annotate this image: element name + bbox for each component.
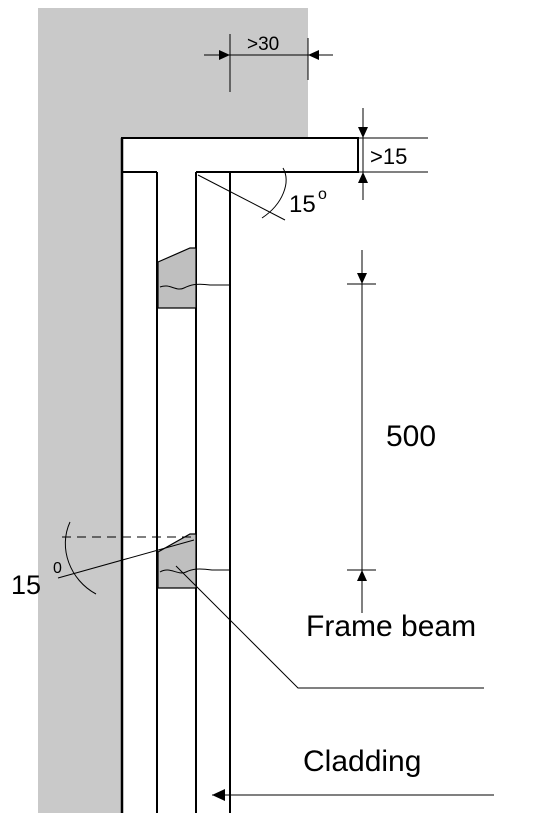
angle-top-arc <box>261 167 287 219</box>
angle-top-label: 15 <box>289 191 316 218</box>
cladding-arrow <box>212 789 225 801</box>
spacing-arrow-top <box>357 273 367 284</box>
frame-beam-label: Frame beam <box>306 610 476 643</box>
spacing-label: 500 <box>386 420 436 453</box>
overhang-arrow-bottom <box>358 172 368 183</box>
spacing-arrow-bottom <box>357 570 367 581</box>
cap-fill <box>123 139 357 171</box>
angle-left-degree: 0 <box>53 560 62 577</box>
wall-structure <box>38 8 308 813</box>
gap-dim-arrow-right <box>308 50 319 60</box>
overhang-arrow-top <box>358 127 368 138</box>
cladding-label: Cladding <box>303 745 421 778</box>
angle-left-label: 15 <box>11 570 41 600</box>
angle-left-arc <box>64 521 97 595</box>
lower-fastener <box>159 568 231 574</box>
frame-beam-leader <box>175 565 484 689</box>
angle-left-line <box>57 539 195 579</box>
angle-top-degree: o <box>318 186 327 203</box>
upper-wedge-block <box>157 247 197 309</box>
angle-top-line <box>197 174 286 221</box>
overhang-label: >15 <box>370 144 407 169</box>
upper-fastener <box>159 283 231 290</box>
gap-dim-label: >30 <box>247 34 279 55</box>
gap-dim-arrow-left <box>219 50 230 60</box>
